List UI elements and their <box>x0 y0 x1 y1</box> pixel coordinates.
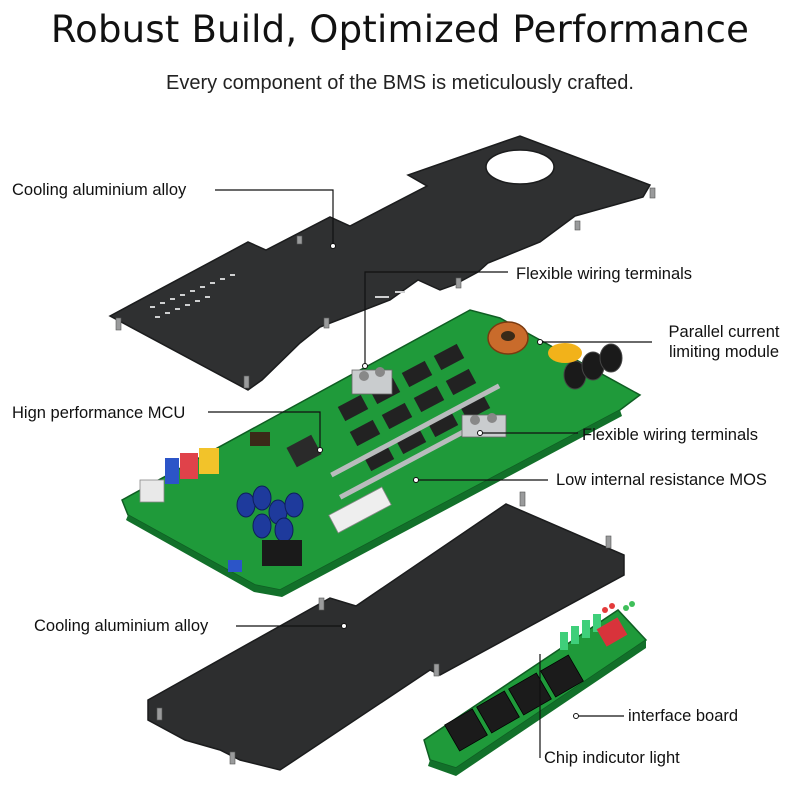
interface-board <box>423 601 648 776</box>
callout-cooling-top: Cooling aluminium alloy <box>12 181 187 199</box>
top-cooling-plate <box>108 135 656 391</box>
callout-mcu: Hign performance MCU <box>12 404 186 422</box>
leader-dots <box>317 243 579 719</box>
callout-cooling-bottom: Cooling aluminium alloy <box>34 617 209 635</box>
callout-parallel-current: Parallel current limiting module <box>668 323 780 361</box>
main-pcb <box>121 309 642 597</box>
callout-low-resistance-mos: Low internal resistance MOS <box>556 471 767 489</box>
page-title: Robust Build, Optimized Performance <box>50 8 750 51</box>
callout-chip-indicator: Chip indicutor light <box>544 749 680 767</box>
callout-flexible-wiring-1: Flexible wiring terminals <box>516 265 693 283</box>
leader-lines <box>208 189 652 758</box>
toroid-inductor <box>487 321 529 355</box>
page-subtitle: Every component of the BMS is meticulous… <box>166 72 634 94</box>
callout-interface-board: interface board <box>628 707 739 725</box>
bottom-cooling-plate <box>147 491 625 771</box>
callout-flexible-wiring-2: Flexible wiring terminals <box>582 426 759 444</box>
